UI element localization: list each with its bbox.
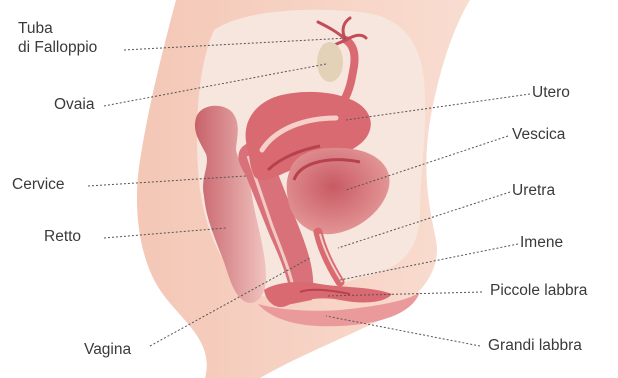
label-vagina: Vagina (84, 341, 131, 359)
label-rectum: Retto (44, 228, 81, 246)
ovary-shape (317, 42, 343, 82)
label-labia-minora: Piccole labbra (490, 282, 587, 300)
label-urethra: Uretra (512, 182, 555, 200)
label-tube-line1: Tuba (18, 20, 53, 38)
label-ovary: Ovaia (54, 96, 95, 114)
label-labia-majora: Grandi labbra (488, 337, 582, 355)
label-uterus: Utero (532, 84, 570, 102)
label-cervix: Cervice (12, 176, 65, 194)
label-hymen: Imene (520, 234, 563, 252)
label-bladder: Vescica (512, 126, 565, 144)
label-tube-line2: di Falloppio (18, 39, 97, 57)
